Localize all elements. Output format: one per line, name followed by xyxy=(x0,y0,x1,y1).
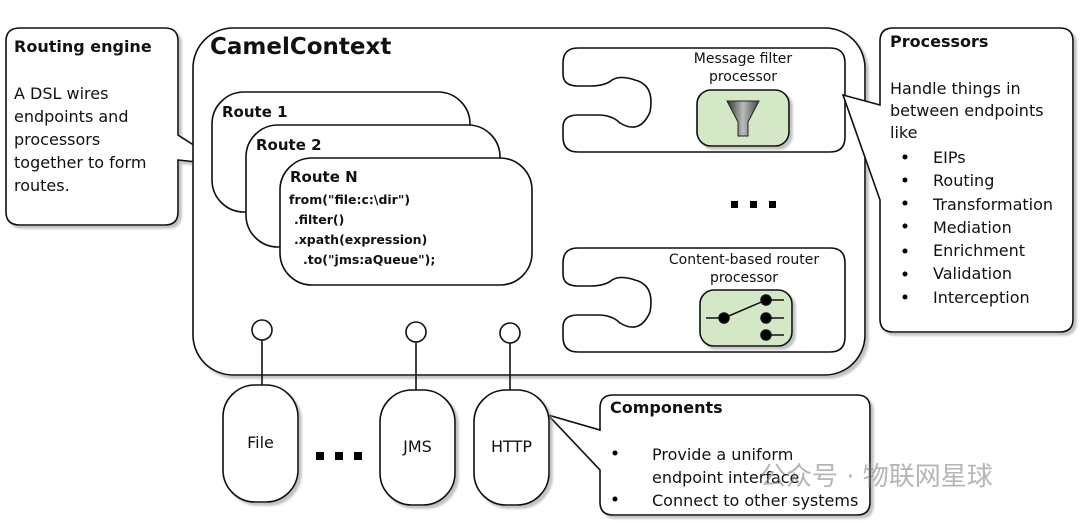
label-line: Message filter xyxy=(693,51,793,67)
code-line: .xpath(expression) xyxy=(294,232,428,247)
components-callout xyxy=(545,394,871,516)
processors-list: EIPs Routing Transformation Mediation En… xyxy=(933,146,1053,309)
switch-router-icon xyxy=(706,294,784,341)
message-filter-label: Message filter processor xyxy=(663,50,823,86)
http-endpoint-port xyxy=(499,322,521,344)
body-line: Handle things in xyxy=(890,79,1021,98)
label-line: processor xyxy=(709,270,779,286)
label-line: processor xyxy=(708,69,778,85)
component-ellipsis xyxy=(316,452,362,460)
components-list: Provide a uniform endpoint interface Con… xyxy=(652,443,858,512)
bullets xyxy=(612,154,908,502)
body-line: like xyxy=(890,123,918,142)
code-line: from("file:c:\dir") xyxy=(289,192,411,207)
file-component-pill xyxy=(222,384,299,503)
code-line: .to("jms:aQueue"); xyxy=(303,252,436,267)
http-component-pill xyxy=(473,389,550,506)
file-endpoint-port xyxy=(251,319,273,341)
list-item: Enrichment xyxy=(933,241,1026,261)
list-item: Mediation xyxy=(933,217,1012,237)
routing-engine-body: A DSL wires endpoints and processors tog… xyxy=(14,82,146,197)
route-2-label: Route 2 xyxy=(256,136,322,154)
processors-callout xyxy=(841,27,1074,333)
route-n-code: from("file:c:\dir") .filter() .xpath(exp… xyxy=(289,190,435,270)
http-component-label: HTTP xyxy=(491,437,532,456)
body-line: together to form xyxy=(14,153,147,172)
route-n-box xyxy=(279,157,533,286)
content-router-label: Content-based router processor xyxy=(654,251,834,287)
routing-engine-callout xyxy=(5,27,226,226)
label-line: Content-based router xyxy=(668,252,820,268)
list-item: EIPs xyxy=(933,148,966,167)
list-item: Validation xyxy=(933,264,1013,284)
camel-context-title: CamelContext xyxy=(210,34,392,60)
body-line: routes. xyxy=(14,176,70,195)
processor-ellipsis xyxy=(731,201,776,208)
file-component-label: File xyxy=(247,433,274,452)
components-title: Components xyxy=(610,398,723,417)
processors-body: Handle things in between endpoints like xyxy=(890,78,1044,144)
list-item: endpoint interface xyxy=(652,468,800,487)
list-item: Connect to other systems xyxy=(652,491,859,510)
body-line: processors xyxy=(14,130,101,149)
routing-engine-title: Routing engine xyxy=(14,37,152,56)
list-item: Transformation xyxy=(933,194,1054,214)
body-line: A DSL wires xyxy=(14,84,109,103)
list-item: Provide a uniform xyxy=(652,445,794,464)
jms-component-label: JMS xyxy=(403,437,432,456)
jms-component-pill xyxy=(379,389,456,506)
funnel-icon xyxy=(726,100,760,137)
processors-title: Processors xyxy=(890,32,989,51)
route-n-label: Route N xyxy=(290,168,358,186)
list-item: Routing xyxy=(933,171,995,191)
route-1-label: Route 1 xyxy=(222,103,288,121)
jms-endpoint-port xyxy=(405,321,427,343)
watermark: 公众号 · 物联网星球 xyxy=(760,462,993,492)
body-line: endpoints and xyxy=(14,107,129,126)
body-line: between endpoints xyxy=(890,101,1044,120)
code-line: .filter() xyxy=(294,212,345,227)
list-item: Interception xyxy=(933,287,1030,307)
